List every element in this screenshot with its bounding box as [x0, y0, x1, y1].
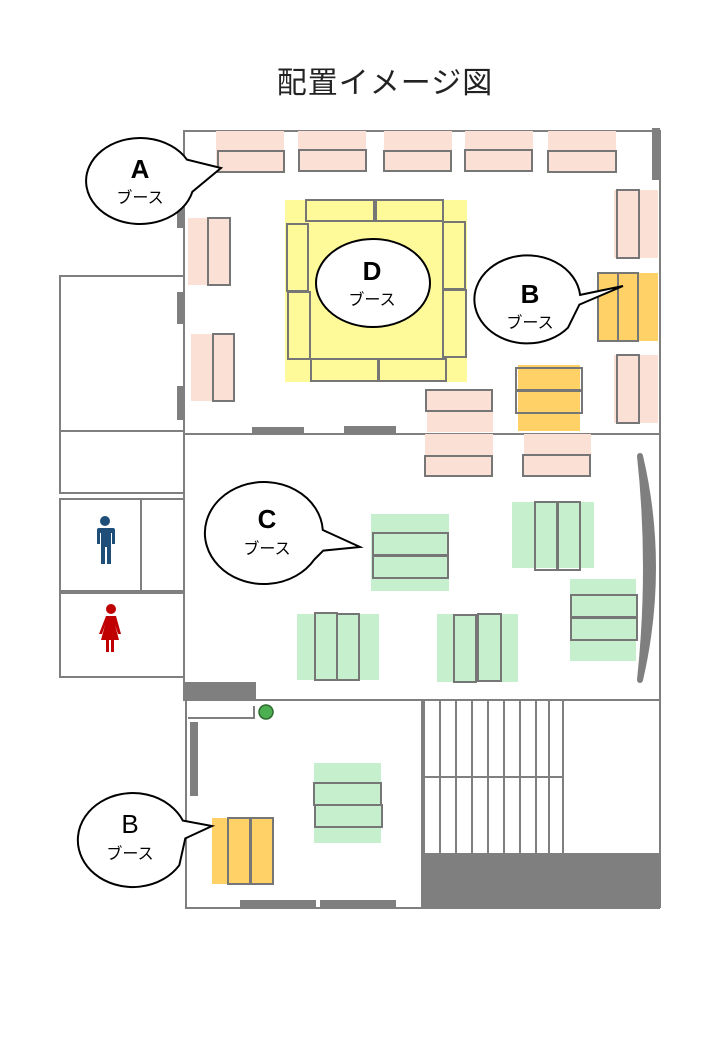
- diagram-title: 配置イメージ図: [276, 66, 494, 101]
- table: [616, 354, 640, 424]
- booth-letter: C: [258, 504, 277, 534]
- side-room: [59, 275, 185, 432]
- table: [372, 555, 449, 579]
- male-restroom-icon: [97, 516, 115, 564]
- table: [424, 455, 493, 477]
- booth-b-upper-callout: B ブース: [473, 254, 624, 345]
- stair-area-wall: [418, 699, 661, 908]
- table: [212, 333, 235, 402]
- booth-letter: A: [131, 154, 150, 184]
- table: [378, 358, 447, 382]
- walls: [59, 130, 661, 909]
- table: [287, 291, 311, 360]
- curved-wall: [637, 453, 656, 683]
- thick-walls: [177, 128, 660, 909]
- table: [305, 199, 375, 222]
- table: [217, 150, 285, 173]
- booth-c-callout: C ブース: [203, 481, 364, 585]
- location-marker: [258, 704, 274, 720]
- male-restroom: [59, 498, 185, 592]
- table: [336, 613, 360, 681]
- table: [298, 149, 367, 172]
- table: [617, 272, 639, 342]
- booth-b-area: [212, 272, 658, 885]
- table: [515, 390, 583, 414]
- booth-a-callout: A ブース: [85, 137, 224, 226]
- table: [547, 150, 617, 173]
- booth-d-callout: D ブース: [315, 238, 431, 328]
- booth-label: ブース: [506, 313, 553, 332]
- table: [453, 614, 477, 683]
- booth-b-lower-callout: B ブース: [76, 792, 216, 889]
- female-restroom: [59, 592, 185, 678]
- booth-label: ブース: [116, 188, 163, 207]
- table: [616, 189, 640, 259]
- table: [557, 501, 581, 571]
- table: [442, 289, 467, 358]
- female-restroom-icon: [99, 604, 121, 652]
- table: [425, 389, 493, 412]
- table: [207, 217, 231, 286]
- booth-label: ブース: [106, 844, 153, 863]
- table: [314, 804, 383, 828]
- table: [464, 149, 533, 172]
- booth-c-area: [297, 501, 638, 843]
- booth-a-area: [188, 131, 658, 477]
- booth-letter: B: [521, 279, 540, 309]
- table: [375, 199, 444, 222]
- booth-label: ブース: [348, 290, 395, 309]
- booth-letter: B: [121, 809, 138, 839]
- table: [522, 454, 591, 477]
- table: [383, 150, 452, 172]
- staircase: [423, 700, 564, 853]
- table: [250, 817, 274, 885]
- booth-letter: D: [363, 256, 382, 286]
- table: [477, 613, 502, 682]
- table: [570, 617, 638, 641]
- booth-label: ブース: [243, 539, 290, 558]
- corridor: [59, 430, 185, 494]
